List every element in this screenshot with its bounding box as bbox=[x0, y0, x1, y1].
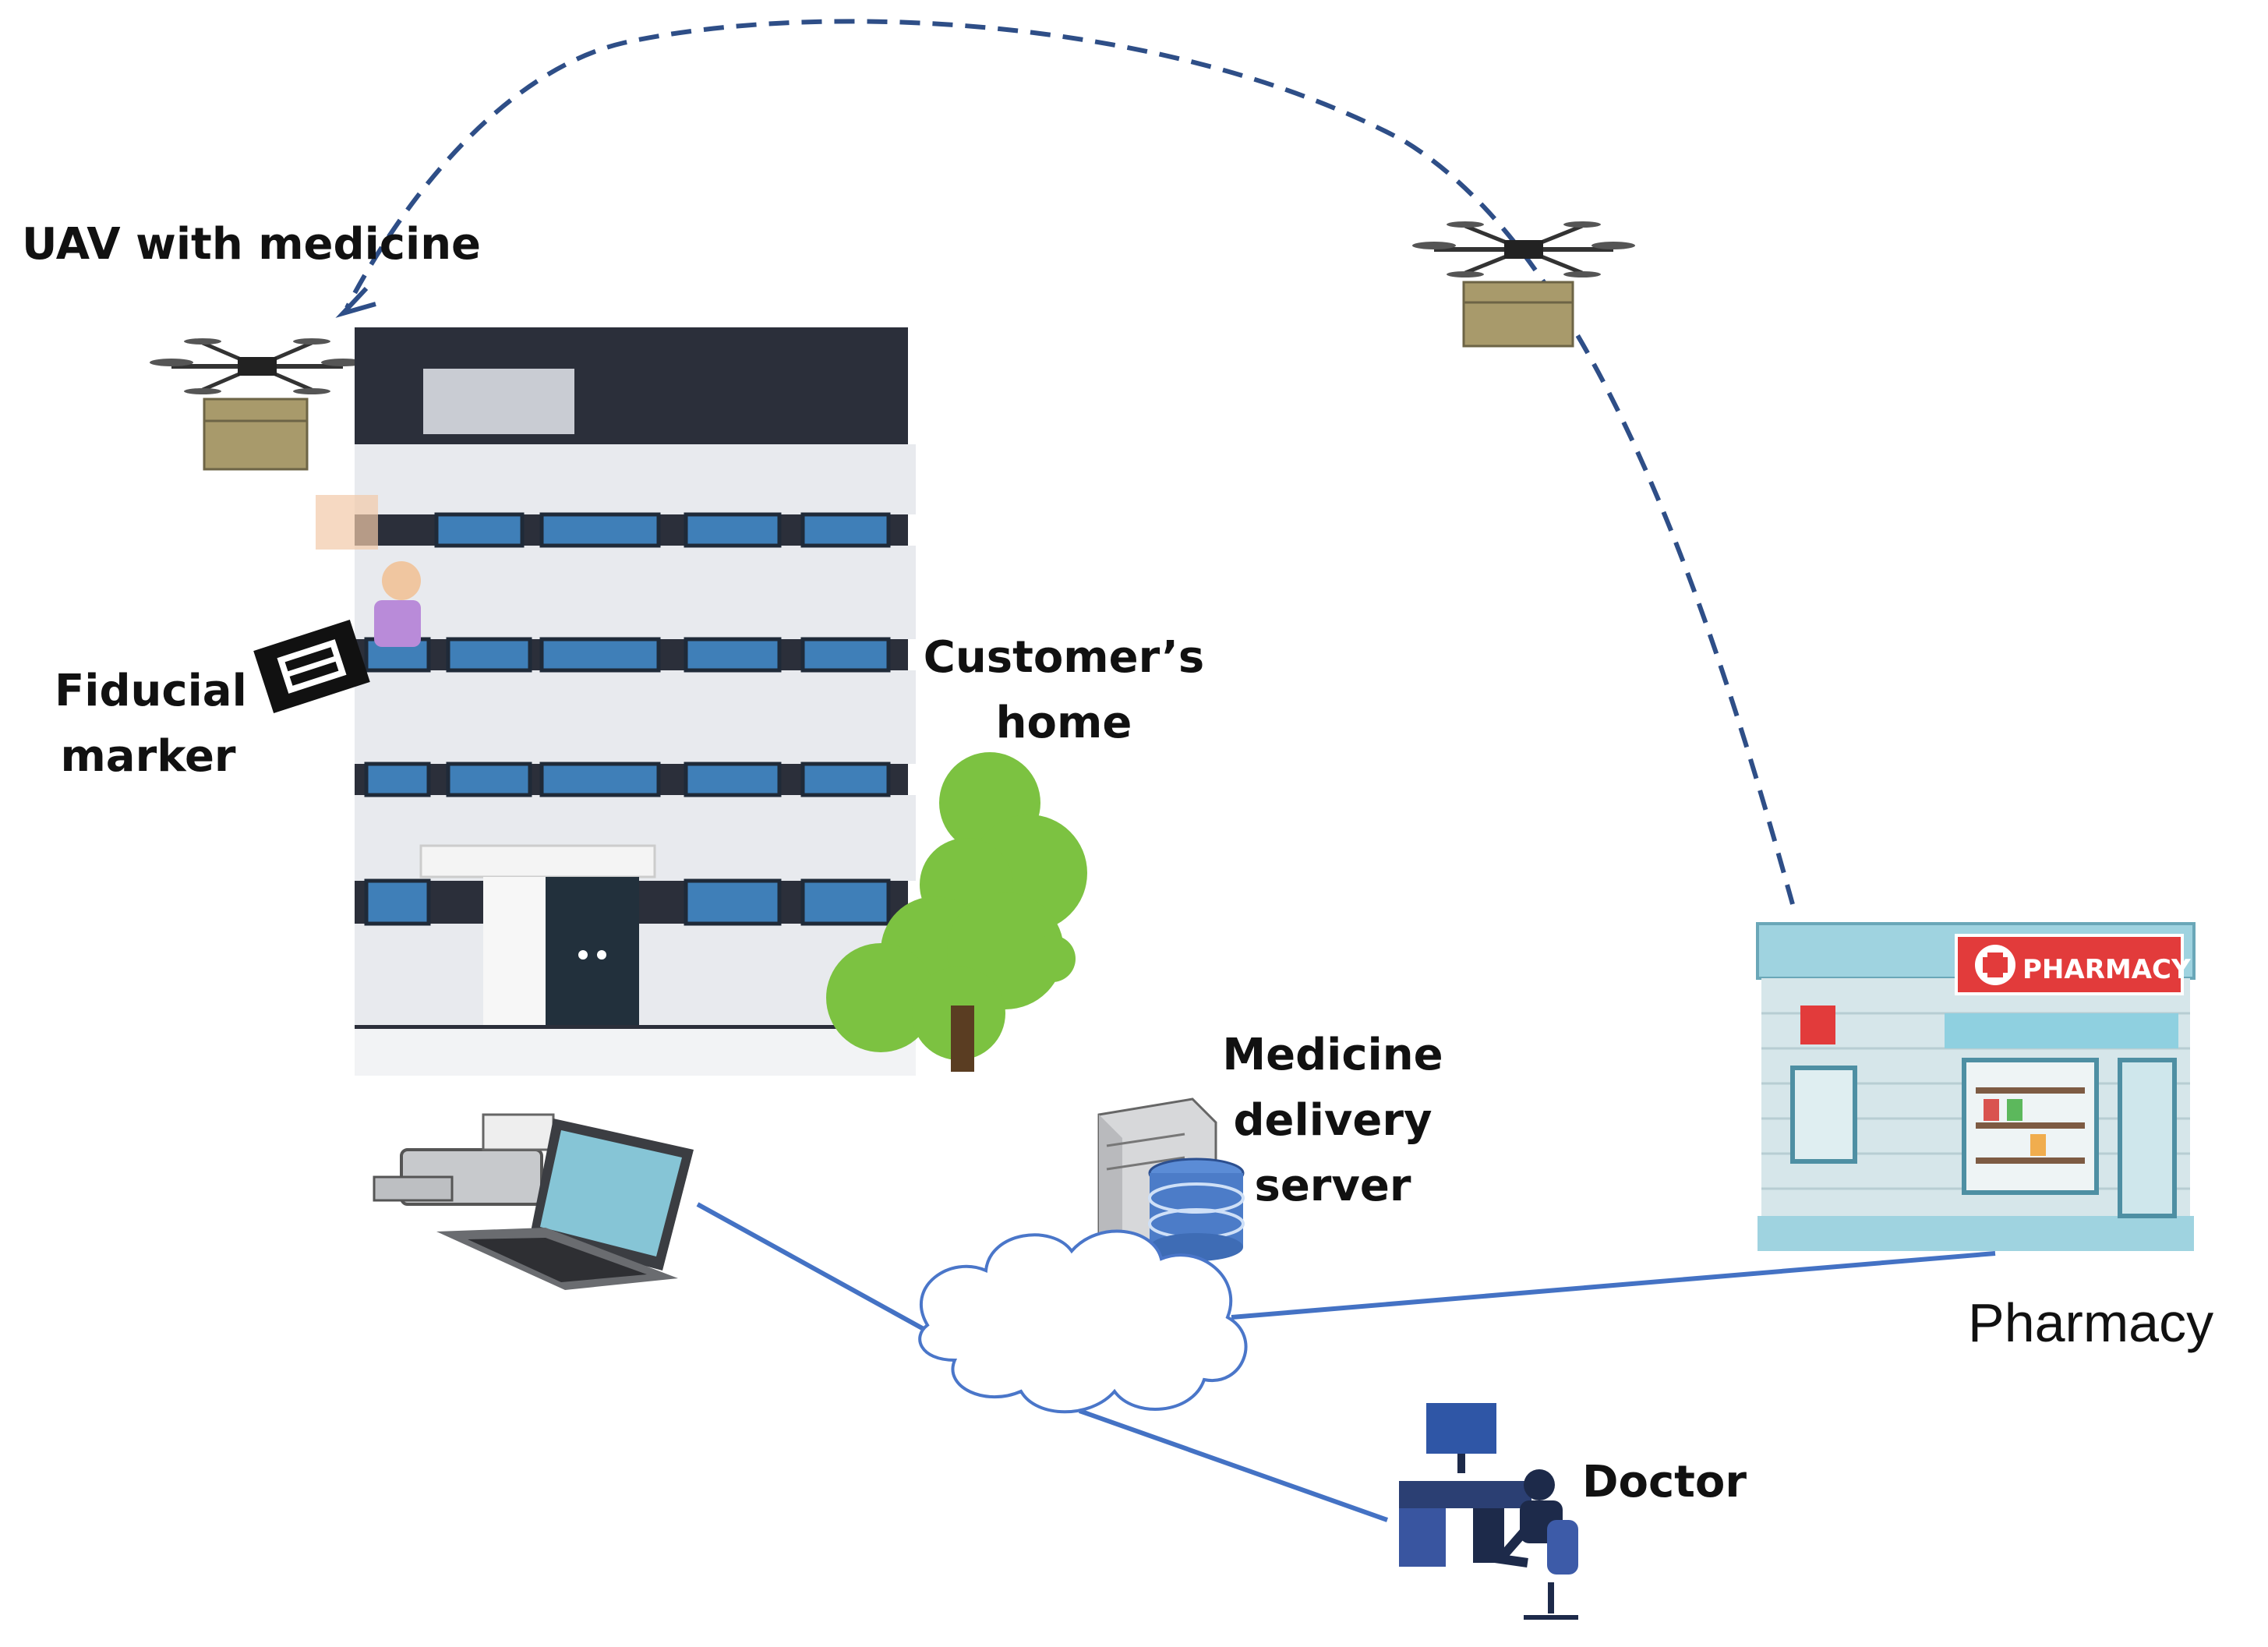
network-links bbox=[696, 1202, 1996, 1522]
pharmacy-sign-text: PHARMACY bbox=[2022, 954, 2191, 985]
link-cloud-pharmacy bbox=[1231, 1251, 1996, 1320]
drone-with-package-icon bbox=[150, 338, 365, 471]
tree-icon bbox=[826, 752, 1087, 1072]
drone-with-package-icon bbox=[1412, 221, 1635, 348]
doctor-workstation-icon bbox=[1399, 1403, 1578, 1620]
server-label-line-3: server bbox=[1254, 1161, 1411, 1211]
fiducial-marker-label: Fiducial marker bbox=[55, 659, 247, 790]
server-database-icon bbox=[1097, 1097, 1245, 1272]
office-building-icon bbox=[355, 327, 916, 1076]
customer-label-line-1: Customer’s bbox=[923, 632, 1205, 683]
server-label-line-1: Medicine bbox=[1222, 1030, 1443, 1080]
link-cloud-doctor bbox=[1078, 1408, 1389, 1522]
fiducial-label-line-2: marker bbox=[60, 731, 236, 782]
uav-label: UAV with medicine bbox=[22, 219, 482, 270]
fiducial-marker-icon bbox=[253, 619, 370, 714]
pharmacy-label: Pharmacy bbox=[1968, 1292, 2214, 1353]
laptop-printer-icon bbox=[373, 1113, 694, 1290]
arrowhead-icon bbox=[335, 286, 376, 318]
uav-flight-path bbox=[335, 19, 1795, 905]
medicine-server-label: Medicine delivery server bbox=[1216, 1023, 1450, 1219]
customer-label-line-2: home bbox=[995, 698, 1132, 748]
pharmacy-store-icon: PHARMACY bbox=[1756, 922, 2196, 1251]
server-label-line-2: delivery bbox=[1233, 1095, 1433, 1146]
person-icon bbox=[316, 495, 421, 647]
customer-home-label: Customer’s home bbox=[916, 625, 1212, 756]
cloud-icon bbox=[918, 1229, 1248, 1414]
link-laptop-cloud bbox=[696, 1202, 925, 1331]
doctor-label: Doctor bbox=[1582, 1457, 1747, 1507]
fiducial-label-line-1: Fiducial bbox=[55, 666, 247, 716]
